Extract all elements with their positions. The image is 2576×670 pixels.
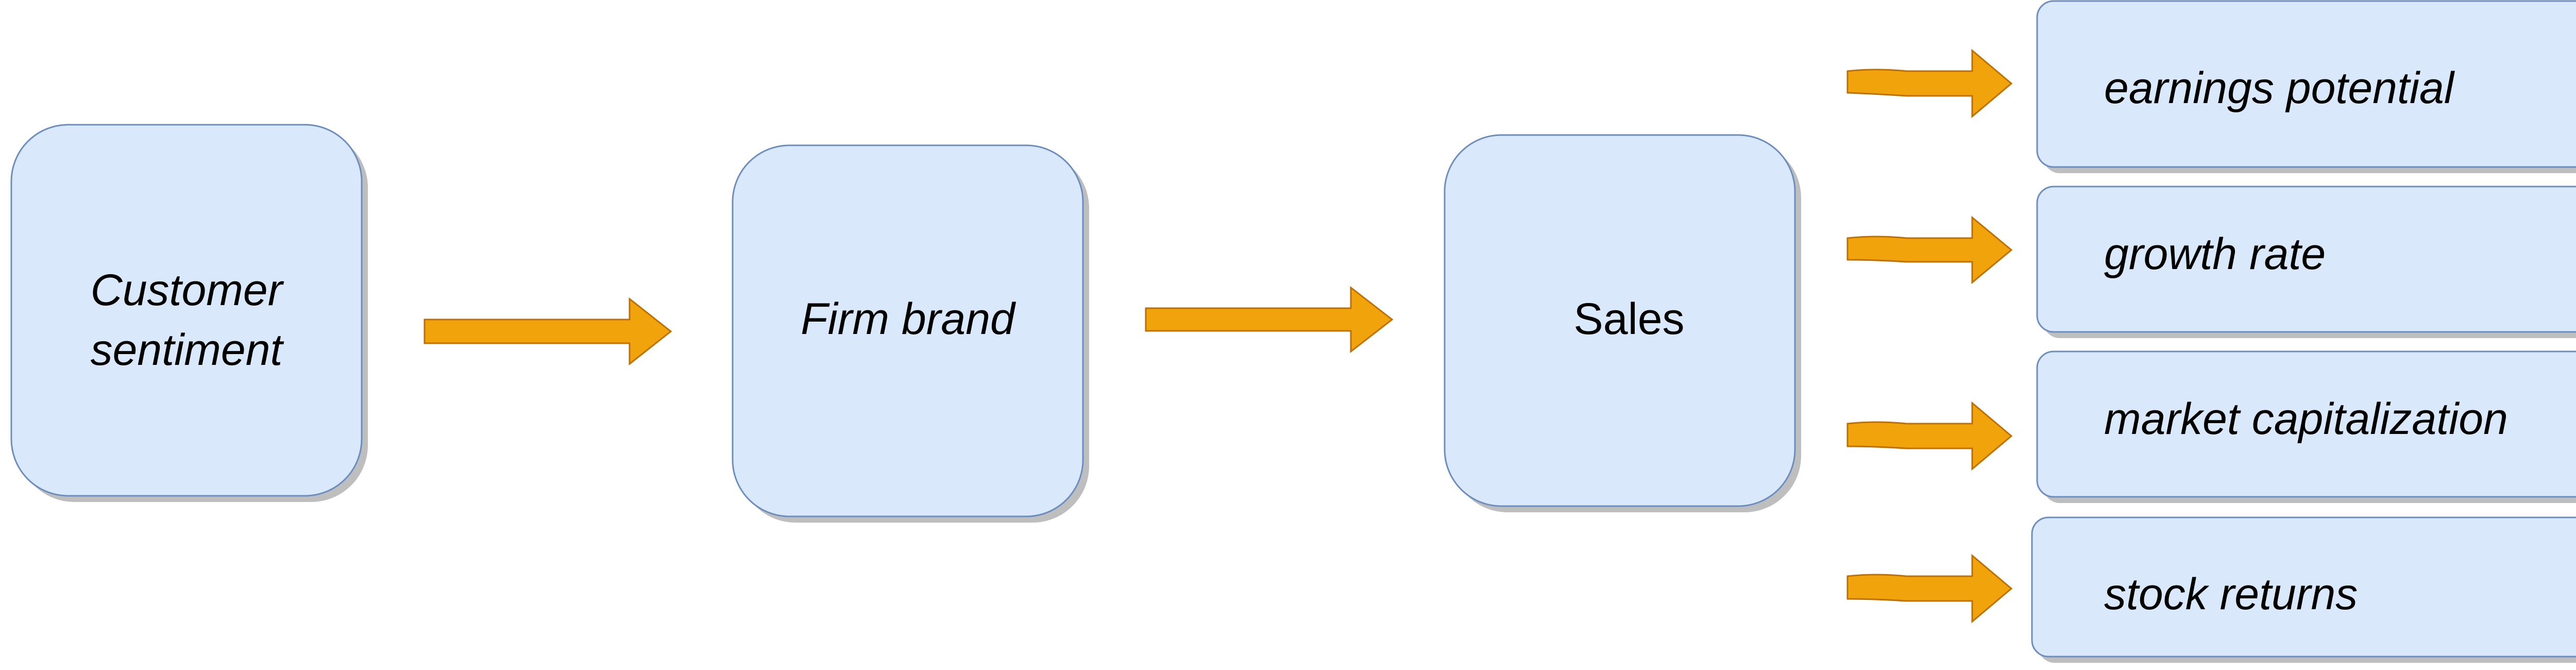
node-label: market capitalization (2104, 394, 2508, 444)
node-label: earnings potential (2104, 63, 2455, 113)
node-stock-returns: stock returns (2031, 516, 2576, 663)
node-sales: Sales (1444, 134, 1801, 512)
node-box (1444, 134, 1796, 507)
node-growth-rate: growth rate (2036, 186, 2576, 338)
arrow-sales-to-market-cap (1846, 401, 2013, 471)
arrow-brand-to-sales (1145, 286, 1394, 354)
node-label-line1: Customer (91, 265, 284, 315)
node-box (732, 144, 1084, 517)
arrow-sales-to-earnings (1846, 48, 2013, 119)
arrow-sales-to-growth (1846, 215, 2013, 284)
node-box (2036, 350, 2576, 498)
node-label: growth rate (2104, 229, 2326, 279)
node-box (2036, 186, 2576, 333)
node-customer-sentiment: Customer sentiment (10, 124, 368, 502)
node-box (2036, 0, 2576, 168)
node-box (2031, 516, 2576, 658)
arrow-customer-to-brand (423, 297, 672, 366)
node-label: Firm brand (801, 294, 1016, 344)
node-label: stock returns (2104, 569, 2358, 619)
node-label: Sales (1573, 294, 1684, 344)
node-firm-brand: Firm brand (732, 144, 1089, 523)
node-label-line2: sentiment (91, 325, 284, 375)
node-box (10, 124, 363, 497)
node-earnings-potential: earnings potential (2036, 0, 2576, 173)
node-market-capitalization: market capitalization (2036, 350, 2576, 503)
arrow-sales-to-stock-returns (1846, 554, 2013, 624)
